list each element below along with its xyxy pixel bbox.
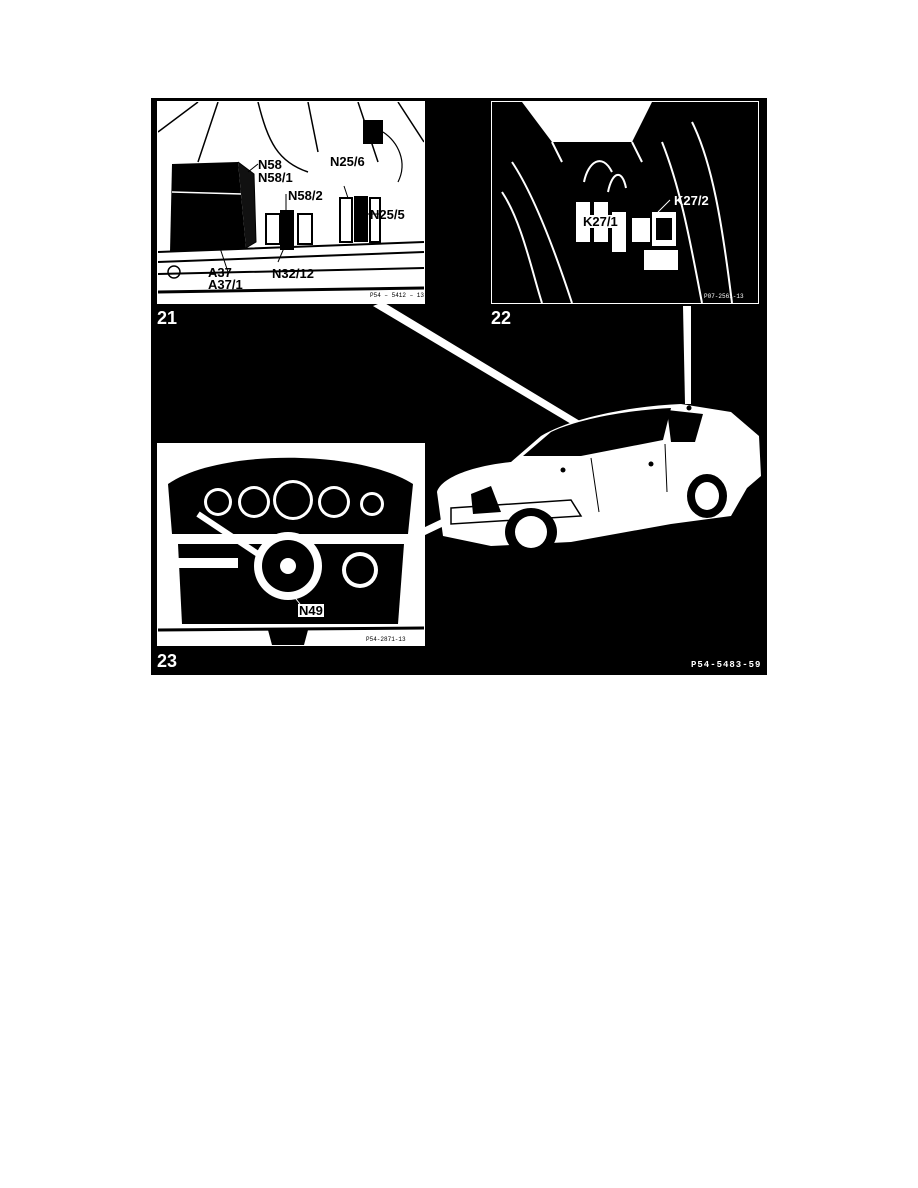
panel-21-code: P54 – 5412 – 13 (370, 292, 425, 299)
panel-22-drawing (492, 102, 758, 303)
label-a37: A37 (208, 265, 232, 280)
label-a37-1: A37/1 (208, 277, 243, 292)
label-n58: N58 (258, 157, 282, 172)
figure-code: P54-5483-59 (691, 660, 762, 670)
label-n32-12: N32/12 (272, 266, 314, 281)
label-n58-2: N58/2 (288, 188, 323, 203)
label-n58-1: N58/1 (258, 170, 293, 185)
component-location-figure: N58 N58/1 N58/2 N25/6 N25/5 A37 A37/1 N3… (151, 98, 767, 675)
car-illustration (437, 404, 761, 556)
panel-21-number: 21 (157, 308, 178, 328)
panel-22-detail: K27/2 K27/1 P07-2561-13 (491, 101, 759, 304)
panel-23-detail: N49 P54-2871-13 (157, 443, 425, 646)
panel-23-drawing (158, 444, 424, 645)
label-n25-6: N25/6 (330, 154, 365, 169)
connector-lines (373, 302, 691, 536)
label-k27-2[interactable]: K27/2 (674, 193, 709, 208)
panel-23-code: P54-2871-13 (366, 636, 406, 643)
panel-22-number: 22 (491, 308, 512, 328)
label-n25-5: N25/5 (370, 207, 405, 222)
panel-21-detail: N58 N58/1 N58/2 N25/6 N25/5 A37 A37/1 N3… (157, 101, 425, 304)
panel-22-code: P07-2561-13 (704, 293, 744, 300)
panel-23-number: 23 (157, 651, 178, 671)
panel-21-drawing (158, 102, 424, 303)
label-n49[interactable]: N49 (298, 603, 324, 618)
label-k27-1[interactable]: K27/1 (582, 214, 619, 229)
